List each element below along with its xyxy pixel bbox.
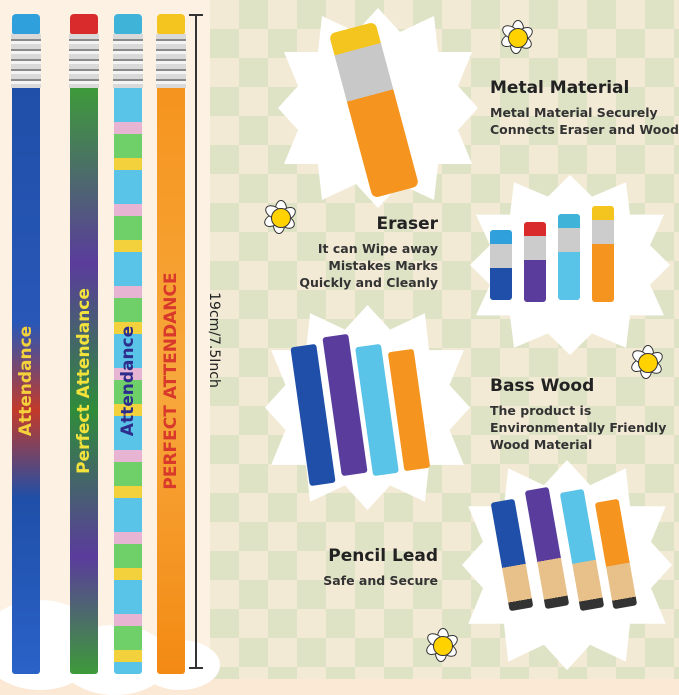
eraser-cap [70,14,98,34]
feature-title-lead: Pencil Lead [328,546,438,566]
metal-ferrule [69,34,99,88]
feature-title-metal: Metal Material [490,78,630,98]
pencil-text: Perfect Attendance [74,288,94,474]
desc-line: The product is [490,403,592,418]
metal-ferrule [113,34,143,88]
pencil-text: Attendance [16,325,36,437]
pencil-body: PERFECT ATTENDANCE [157,88,185,674]
feature-title-wood: Bass Wood [490,376,595,396]
metal-ferrule [156,34,186,88]
desc-line: Connects Eraser and Wood [490,122,679,137]
pencil-body: Attendance [12,88,40,674]
pencil-4: PERFECT ATTENDANCE [156,14,186,674]
pencil-body: Perfect Attendance [70,88,98,674]
flower-icon [498,20,536,54]
desc-line: Quickly and Cleanly [299,275,438,290]
pencil-2: Perfect Attendance [69,14,99,674]
pencil-text: Attendance [118,325,138,437]
metal-ferrule [11,34,41,88]
flower-icon [423,628,461,662]
pencil-body: Attendance [114,88,142,674]
closeup-eraser-cyan [558,214,580,300]
closeup-eraser-red [524,222,546,302]
desc-line: Mistakes Marks [328,258,438,273]
closeup-eraser-yellow [592,206,614,302]
closeup-eraser-blue [490,230,512,300]
pencil-1: Attendance [11,14,41,674]
desc-line: Metal Material Securely [490,105,658,120]
pencil-3: Attendance [113,14,143,674]
desc-line: Safe and Secure [323,573,438,588]
feature-desc-wood: The product is Environmentally Friendly … [490,402,666,453]
desc-line: Environmentally Friendly [490,420,667,435]
feature-desc-lead: Safe and Secure [260,572,438,589]
flower-icon [628,345,666,379]
length-ruler [189,14,203,669]
feature-desc-metal: Metal Material Securely Connects Eraser … [490,104,679,138]
desc-line: It can Wipe away [317,241,438,256]
flower-icon [261,200,299,234]
length-label: 19cm/7.5Inch [206,292,222,388]
feature-title-eraser: Eraser [376,214,438,234]
pencil-text: PERFECT ATTENDANCE [161,272,181,490]
desc-line: Wood Material [490,437,593,452]
eraser-cap [114,14,142,34]
eraser-cap [12,14,40,34]
eraser-cap [157,14,185,34]
feature-desc-eraser: It can Wipe away Mistakes Marks Quickly … [280,240,438,291]
